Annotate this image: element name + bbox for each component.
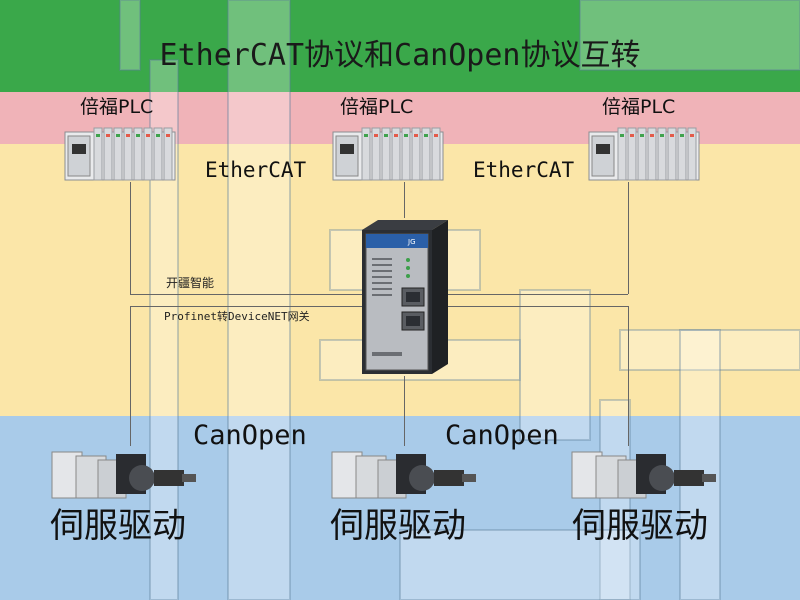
plc-module-icon xyxy=(588,127,700,181)
servo-band xyxy=(0,416,800,600)
canopen-label-left: CanOpen xyxy=(193,420,307,451)
servo-drive-icon xyxy=(51,451,196,499)
gateway-product: Profinet转DeviceNET网关 xyxy=(164,310,310,323)
gateway-device-icon: JG xyxy=(362,220,448,374)
connector-line xyxy=(628,182,629,294)
connector-line xyxy=(404,182,405,218)
servo-drive-icon xyxy=(331,451,476,499)
plc-module-icon xyxy=(332,127,444,181)
plc-module-icon xyxy=(64,127,176,181)
canopen-label-right: CanOpen xyxy=(445,420,559,451)
connector-line xyxy=(130,306,131,446)
plc-label-3: 倍福PLC xyxy=(602,96,676,118)
servo-label-2: 伺服驱动 xyxy=(330,506,466,546)
plc-label-2: 倍福PLC xyxy=(340,96,414,118)
ethercat-label-right: EtherCAT xyxy=(473,158,575,182)
plc-label-1: 倍福PLC xyxy=(80,96,154,118)
connector-line xyxy=(628,306,629,446)
header-band xyxy=(0,0,800,92)
servo-label-3: 伺服驱动 xyxy=(572,506,708,546)
connector-line xyxy=(130,182,131,294)
servo-drive-icon xyxy=(571,451,716,499)
servo-label-1: 伺服驱动 xyxy=(50,506,186,546)
gateway-brand: 开疆智能 xyxy=(166,276,215,290)
ethercat-label-left: EtherCAT xyxy=(205,158,307,182)
page-title: EtherCAT协议和CanOpen协议互转 xyxy=(159,38,641,73)
svg-text:JG: JG xyxy=(407,238,416,246)
connector-line xyxy=(404,376,405,446)
